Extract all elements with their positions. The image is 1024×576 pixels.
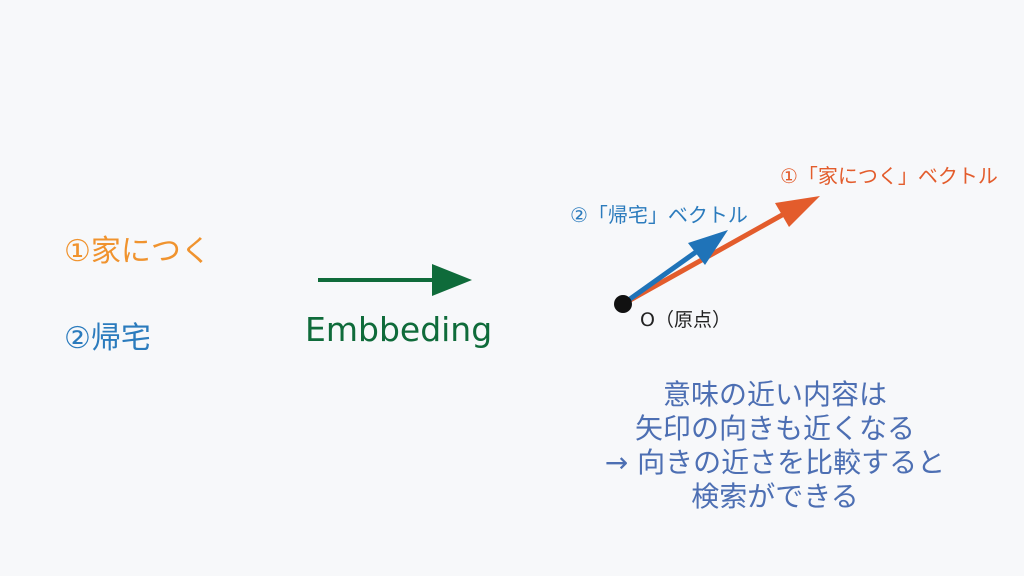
vector-1-label: ①「家につく」ベクトル (780, 164, 998, 188)
note-line-4: 検索ができる (691, 480, 859, 513)
embedding-label: Embbeding (305, 310, 493, 349)
input-term-2: ②帰宅 (64, 321, 151, 356)
origin-label: O（原点） (640, 309, 731, 331)
note-line-2: 矢印の向きも近くなる (634, 412, 915, 445)
explanation-note: 意味の近い内容は 矢印の向きも近くなる → 向きの近さを比較すると 検索ができる (560, 378, 990, 514)
vector-2-label: ②「帰宅」ベクトル (570, 203, 748, 227)
input-term-1: ①家につく (64, 234, 211, 269)
origin-point (614, 295, 632, 313)
note-line-1: 意味の近い内容は (662, 378, 887, 411)
vector-2-arrow (621, 230, 728, 307)
embedding-arrow (318, 264, 472, 296)
note-line-3: → 向きの近さを比較すると (604, 446, 946, 479)
